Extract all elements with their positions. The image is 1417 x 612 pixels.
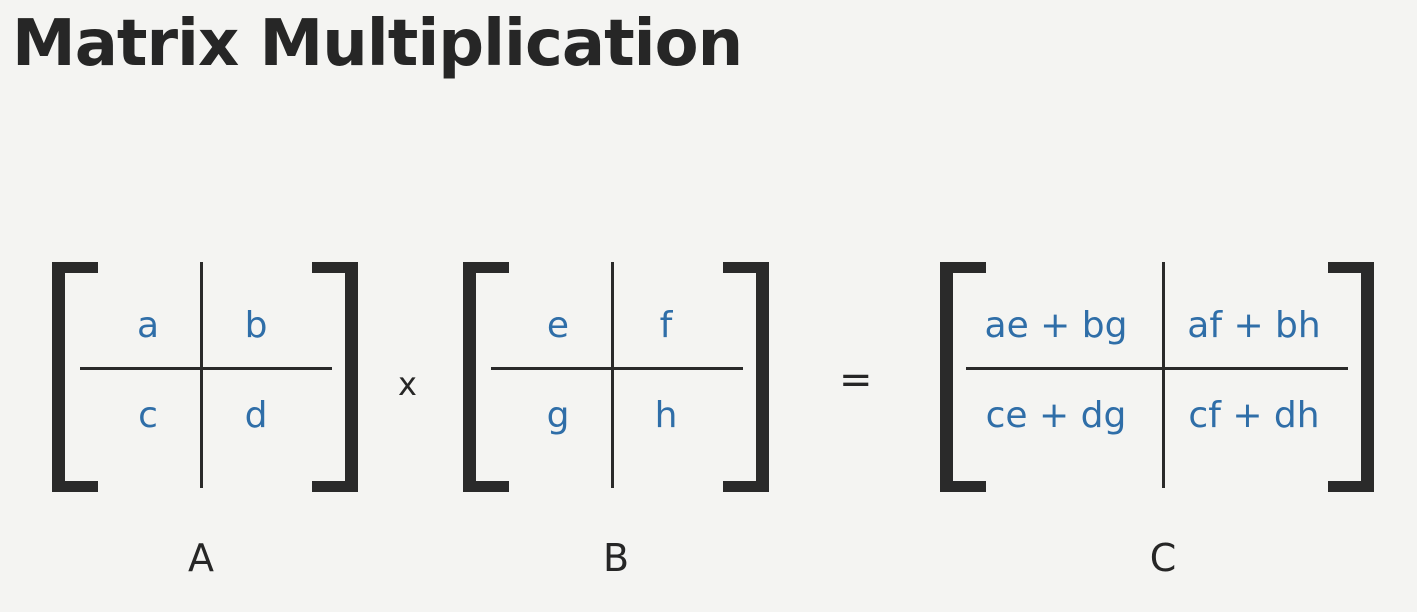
- horizontal-divider: [80, 367, 332, 370]
- vertical-divider: [611, 262, 614, 488]
- horizontal-divider: [966, 367, 1348, 370]
- matrix-cell: f: [659, 305, 673, 346]
- matrix-b-label: B: [602, 536, 630, 580]
- equals-operator: =: [839, 357, 873, 403]
- left-bracket: [52, 262, 98, 492]
- multiply-operator: x: [398, 365, 417, 403]
- right-bracket: [723, 262, 769, 492]
- matrix-cell: a: [136, 305, 160, 346]
- vertical-divider: [1162, 262, 1165, 488]
- matrix-c-label: C: [1149, 536, 1177, 580]
- matrix-cell: af + bh: [1187, 305, 1321, 346]
- left-bracket: [940, 262, 986, 492]
- matrix-cell: c: [138, 395, 158, 436]
- right-bracket: [1328, 262, 1374, 492]
- matrix-cell: h: [654, 395, 678, 436]
- matrix-c: ae + bg af + bh ce + dg cf + dh: [940, 262, 1374, 492]
- matrix-cell: d: [244, 395, 268, 436]
- vertical-divider: [200, 262, 203, 488]
- matrix-cell: e: [546, 305, 570, 346]
- matrix-cell: ce + dg: [985, 395, 1127, 436]
- left-bracket: [463, 262, 509, 492]
- matrix-cell: b: [244, 305, 268, 346]
- right-bracket: [312, 262, 358, 492]
- page-title: Matrix Multiplication: [12, 7, 743, 81]
- matrix-b: e f g h: [463, 262, 769, 492]
- horizontal-divider: [491, 367, 743, 370]
- matrix-cell: ae + bg: [984, 305, 1128, 346]
- matrix-cell: cf + dh: [1188, 395, 1320, 436]
- matrix-a-label: A: [188, 536, 214, 580]
- matrix-a: a b c d: [52, 262, 358, 492]
- matrix-cell: g: [546, 395, 570, 436]
